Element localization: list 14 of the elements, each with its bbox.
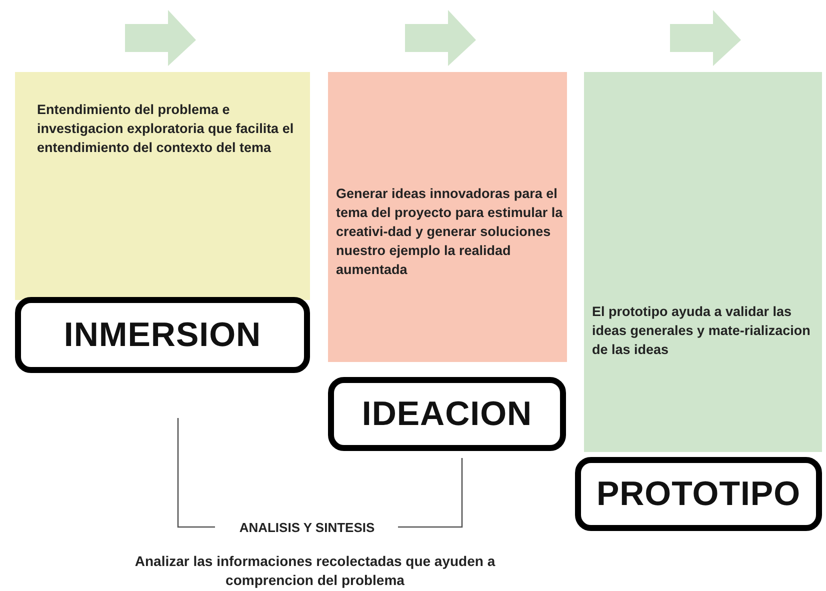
color-panel (328, 72, 567, 362)
color-panel (15, 72, 310, 300)
stage-title: IDEACION (362, 394, 532, 434)
stage-title: INMERSION (64, 314, 262, 356)
color-panel (584, 72, 822, 452)
description-text: Generar ideas innovadoras para el tema del proyecto para estimular la creativi-dad y generar soluciones nuestro ejemplo la realidad aumentada (336, 185, 564, 279)
title-box (328, 377, 566, 451)
stage-title: PROTOTIPO (596, 474, 801, 514)
title-box (575, 457, 822, 531)
description-text: El prototipo ayuda a validar las ideas generales y mate-rializacion de las ideas (592, 303, 812, 359)
title-box (15, 297, 310, 373)
note-text: Analizar las informaciones recolectadas que ayuden a comprencion del problema (134, 552, 496, 590)
description-text: Entendimiento del problema e investigacion exploratoria que facilita el entendimiento del contexto del tema (37, 101, 295, 157)
bracket-label: ANALISIS Y SINTESIS (238, 519, 376, 537)
